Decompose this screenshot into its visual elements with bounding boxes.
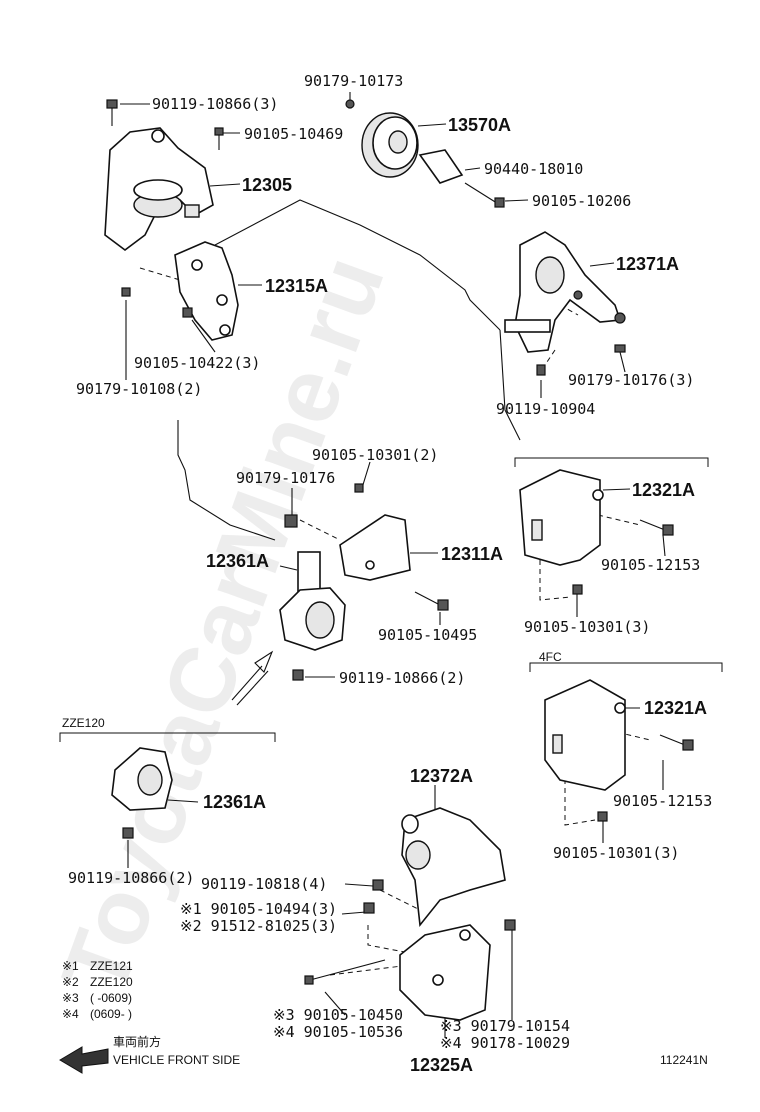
front-label-jp: 車両前方 — [113, 1034, 161, 1049]
part-12321a-bracket-4fc — [544, 679, 694, 822]
note-mark: ※2 — [62, 975, 79, 989]
callout-label: 12372A — [410, 766, 473, 786]
callout-label: 90179-10176(3) — [568, 371, 694, 389]
callout-label: ※1 90105-10494(3) — [180, 900, 337, 918]
callout-label: 12305 — [242, 175, 292, 195]
callout-label: 12311A — [441, 544, 503, 564]
callout-label: 90179-10108(2) — [76, 380, 202, 398]
callout-label: 90119-10866(2) — [68, 869, 194, 887]
group-label-zze120: ZZE120 — [62, 716, 105, 730]
callout-label: ※4 90178-10029 — [440, 1034, 570, 1052]
callout-label: 12371A — [616, 254, 679, 274]
part-12371a-mount — [504, 231, 626, 376]
part-12315a-bracket — [121, 241, 239, 341]
note-text: ZZE121 — [90, 959, 133, 973]
group-bracket-zze120 — [59, 732, 276, 742]
callout-label: 12315A — [265, 276, 328, 296]
callout-label: 13570A — [448, 115, 511, 135]
callout-label: 12361A — [206, 551, 269, 571]
callout-label: 90179-10176 — [236, 469, 335, 487]
group-bracket-4fc — [529, 662, 723, 672]
callout-label: 12325A — [410, 1055, 473, 1075]
part-12305 — [104, 127, 214, 251]
part-12311a-bracket — [284, 483, 449, 611]
note-text: ( -0609) — [90, 991, 132, 1005]
callout-label: 90105-10469 — [244, 125, 343, 143]
callout-labels: 90119-10866(3) 90179-10173 13570A 90105-… — [68, 72, 712, 1075]
callout-label: 90105-12153 — [601, 556, 700, 574]
vehicle-front-arrow-icon — [59, 1046, 109, 1074]
callout-label: 90105-10206 — [532, 192, 631, 210]
diagram-id: 112241N — [660, 1053, 708, 1067]
part-13570a-pulley — [361, 112, 505, 208]
arrow-icon — [231, 650, 274, 706]
note-mark: ※4 — [62, 1007, 79, 1021]
note-text: (0609- ) — [90, 1007, 132, 1021]
group-label-4fc: 4FC — [539, 650, 562, 664]
note-text: ZZE120 — [90, 975, 133, 989]
callout-label: 12361A — [203, 792, 266, 812]
bolt-icon — [106, 99, 355, 150]
callout-label: ※2 91512-81025(3) — [180, 917, 337, 935]
callout-label: 90105-10301(2) — [312, 446, 438, 464]
callout-label: 90119-10866(2) — [339, 669, 465, 687]
part-12361a-mount — [279, 551, 346, 681]
callout-label: 90119-10904 — [496, 400, 595, 418]
callout-label: 90119-10866(3) — [152, 95, 278, 113]
callout-label: ※4 90105-10536 — [273, 1023, 403, 1041]
group-bracket-upper-right — [514, 457, 709, 467]
leader-lines — [120, 92, 666, 1038]
callout-label: ※3 90105-10450 — [273, 1006, 403, 1024]
note-mark: ※1 — [62, 959, 79, 973]
callout-label: 12321A — [632, 480, 695, 500]
callout-label: 90105-10495 — [378, 626, 477, 644]
callout-label: 90105-10422(3) — [134, 354, 260, 372]
part-12321a-bracket-upper — [519, 469, 674, 595]
callout-label: 90440-18010 — [484, 160, 583, 178]
callout-label: 90105-10301(3) — [553, 844, 679, 862]
callout-label: 90119-10818(4) — [201, 875, 327, 893]
callout-label: 90179-10173 — [304, 72, 403, 90]
callout-label: 90105-12153 — [613, 792, 712, 810]
part-12361a-mount-zze120 — [111, 747, 173, 839]
callout-label: ※3 90179-10154 — [440, 1017, 570, 1035]
part-12372a-mount — [363, 807, 506, 928]
front-label-en: VEHICLE FRONT SIDE — [113, 1053, 240, 1067]
callout-label: 12321A — [644, 698, 707, 718]
note-mark: ※3 — [62, 991, 79, 1005]
callout-label: 90105-10301(3) — [524, 618, 650, 636]
part-12325a-bracket — [304, 919, 516, 1021]
notes-legend: ※1 ZZE121 ※2 ZZE120 ※3 ( -0609) ※4 (0609… — [62, 959, 133, 1021]
